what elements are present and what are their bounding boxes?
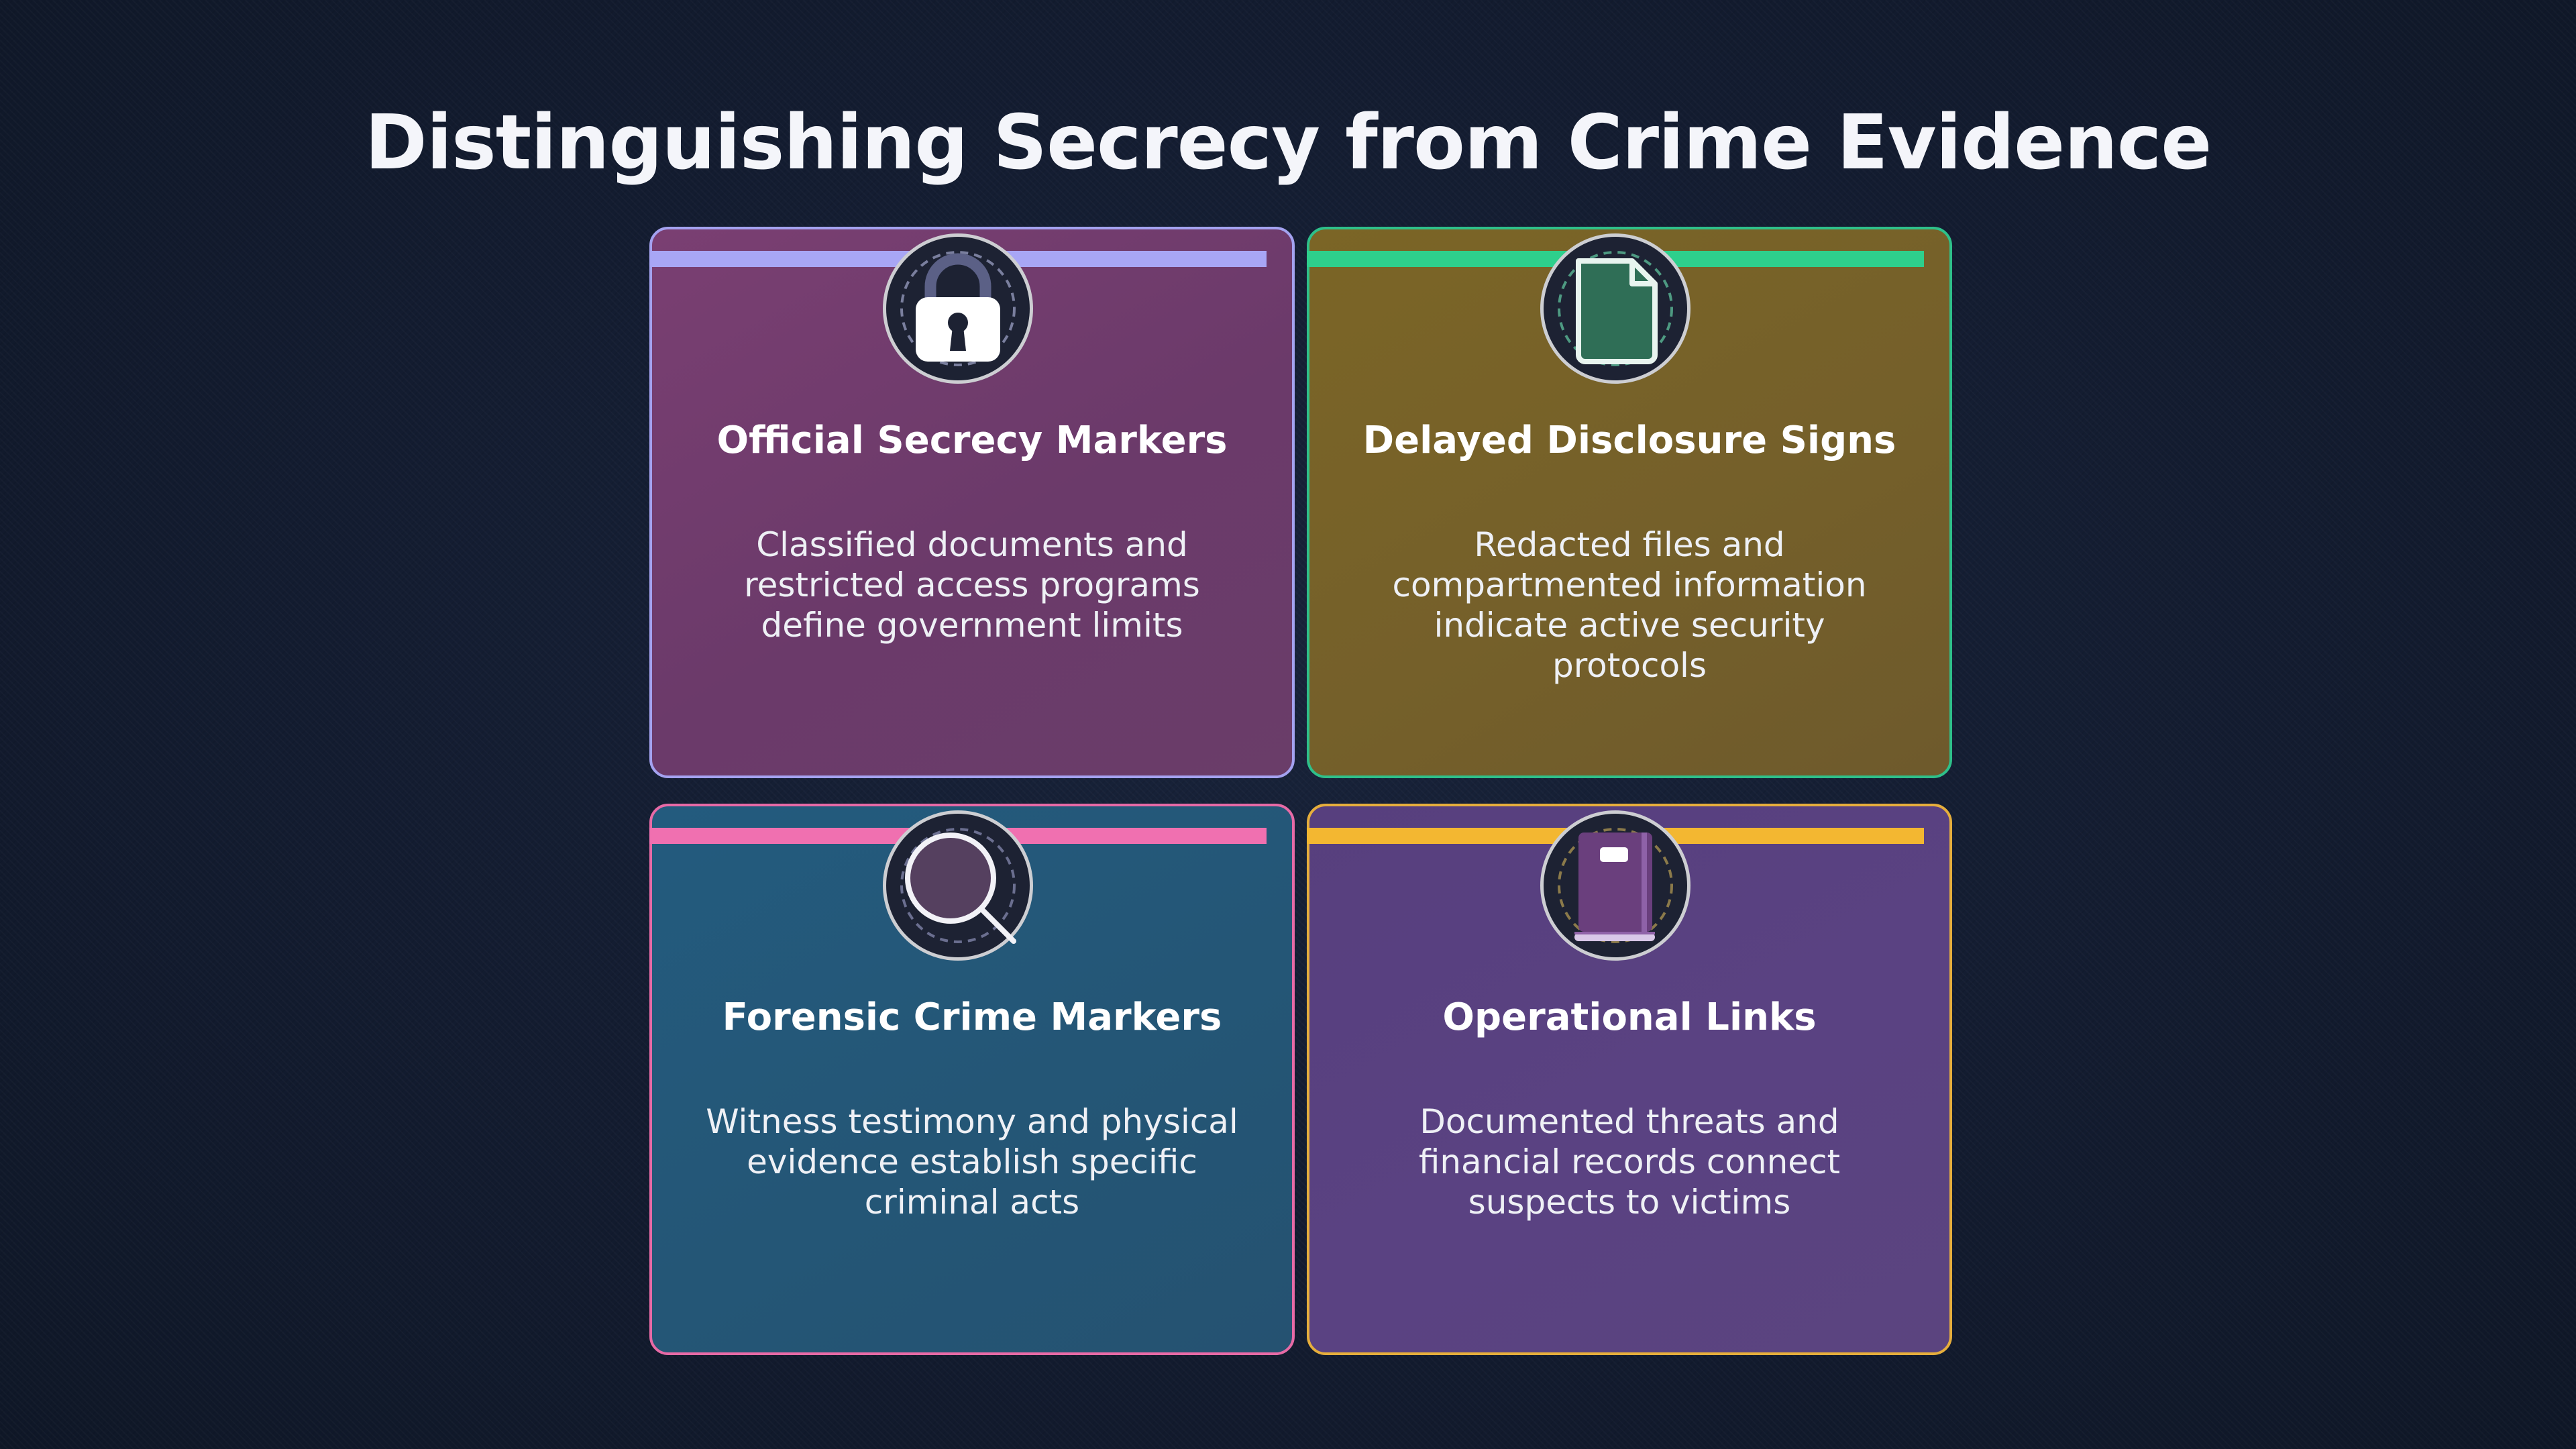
card-operational-links: Operational Links Documented threats and…: [1307, 804, 1952, 1355]
card-description: Witness testimony and physical evidence …: [706, 1102, 1238, 1222]
card-official-secrecy-markers: Official Secrecy Markers Classified docu…: [649, 227, 1295, 778]
magnifier-icon: [883, 810, 1033, 961]
lock-icon: [883, 233, 1033, 384]
document-icon: [1540, 233, 1690, 384]
book-icon: [1540, 810, 1690, 961]
card-description: Documented threats and financial records…: [1418, 1102, 1841, 1222]
card-title: Official Secrecy Markers: [716, 419, 1228, 462]
card-title: Delayed Disclosure Signs: [1362, 419, 1896, 462]
card-description: Classified documents and restricted acce…: [744, 525, 1200, 645]
card-title: Operational Links: [1442, 996, 1817, 1039]
card-forensic-crime-markers: Forensic Crime Markers Witness testimony…: [649, 804, 1295, 1355]
page-title: Distinguishing Secrecy from Crime Eviden…: [364, 99, 2212, 186]
card-description: Redacted files and compartmented informa…: [1392, 525, 1867, 685]
card-title: Forensic Crime Markers: [722, 996, 1222, 1039]
card-delayed-disclosure-signs: Delayed Disclosure Signs Redacted files …: [1307, 227, 1952, 778]
